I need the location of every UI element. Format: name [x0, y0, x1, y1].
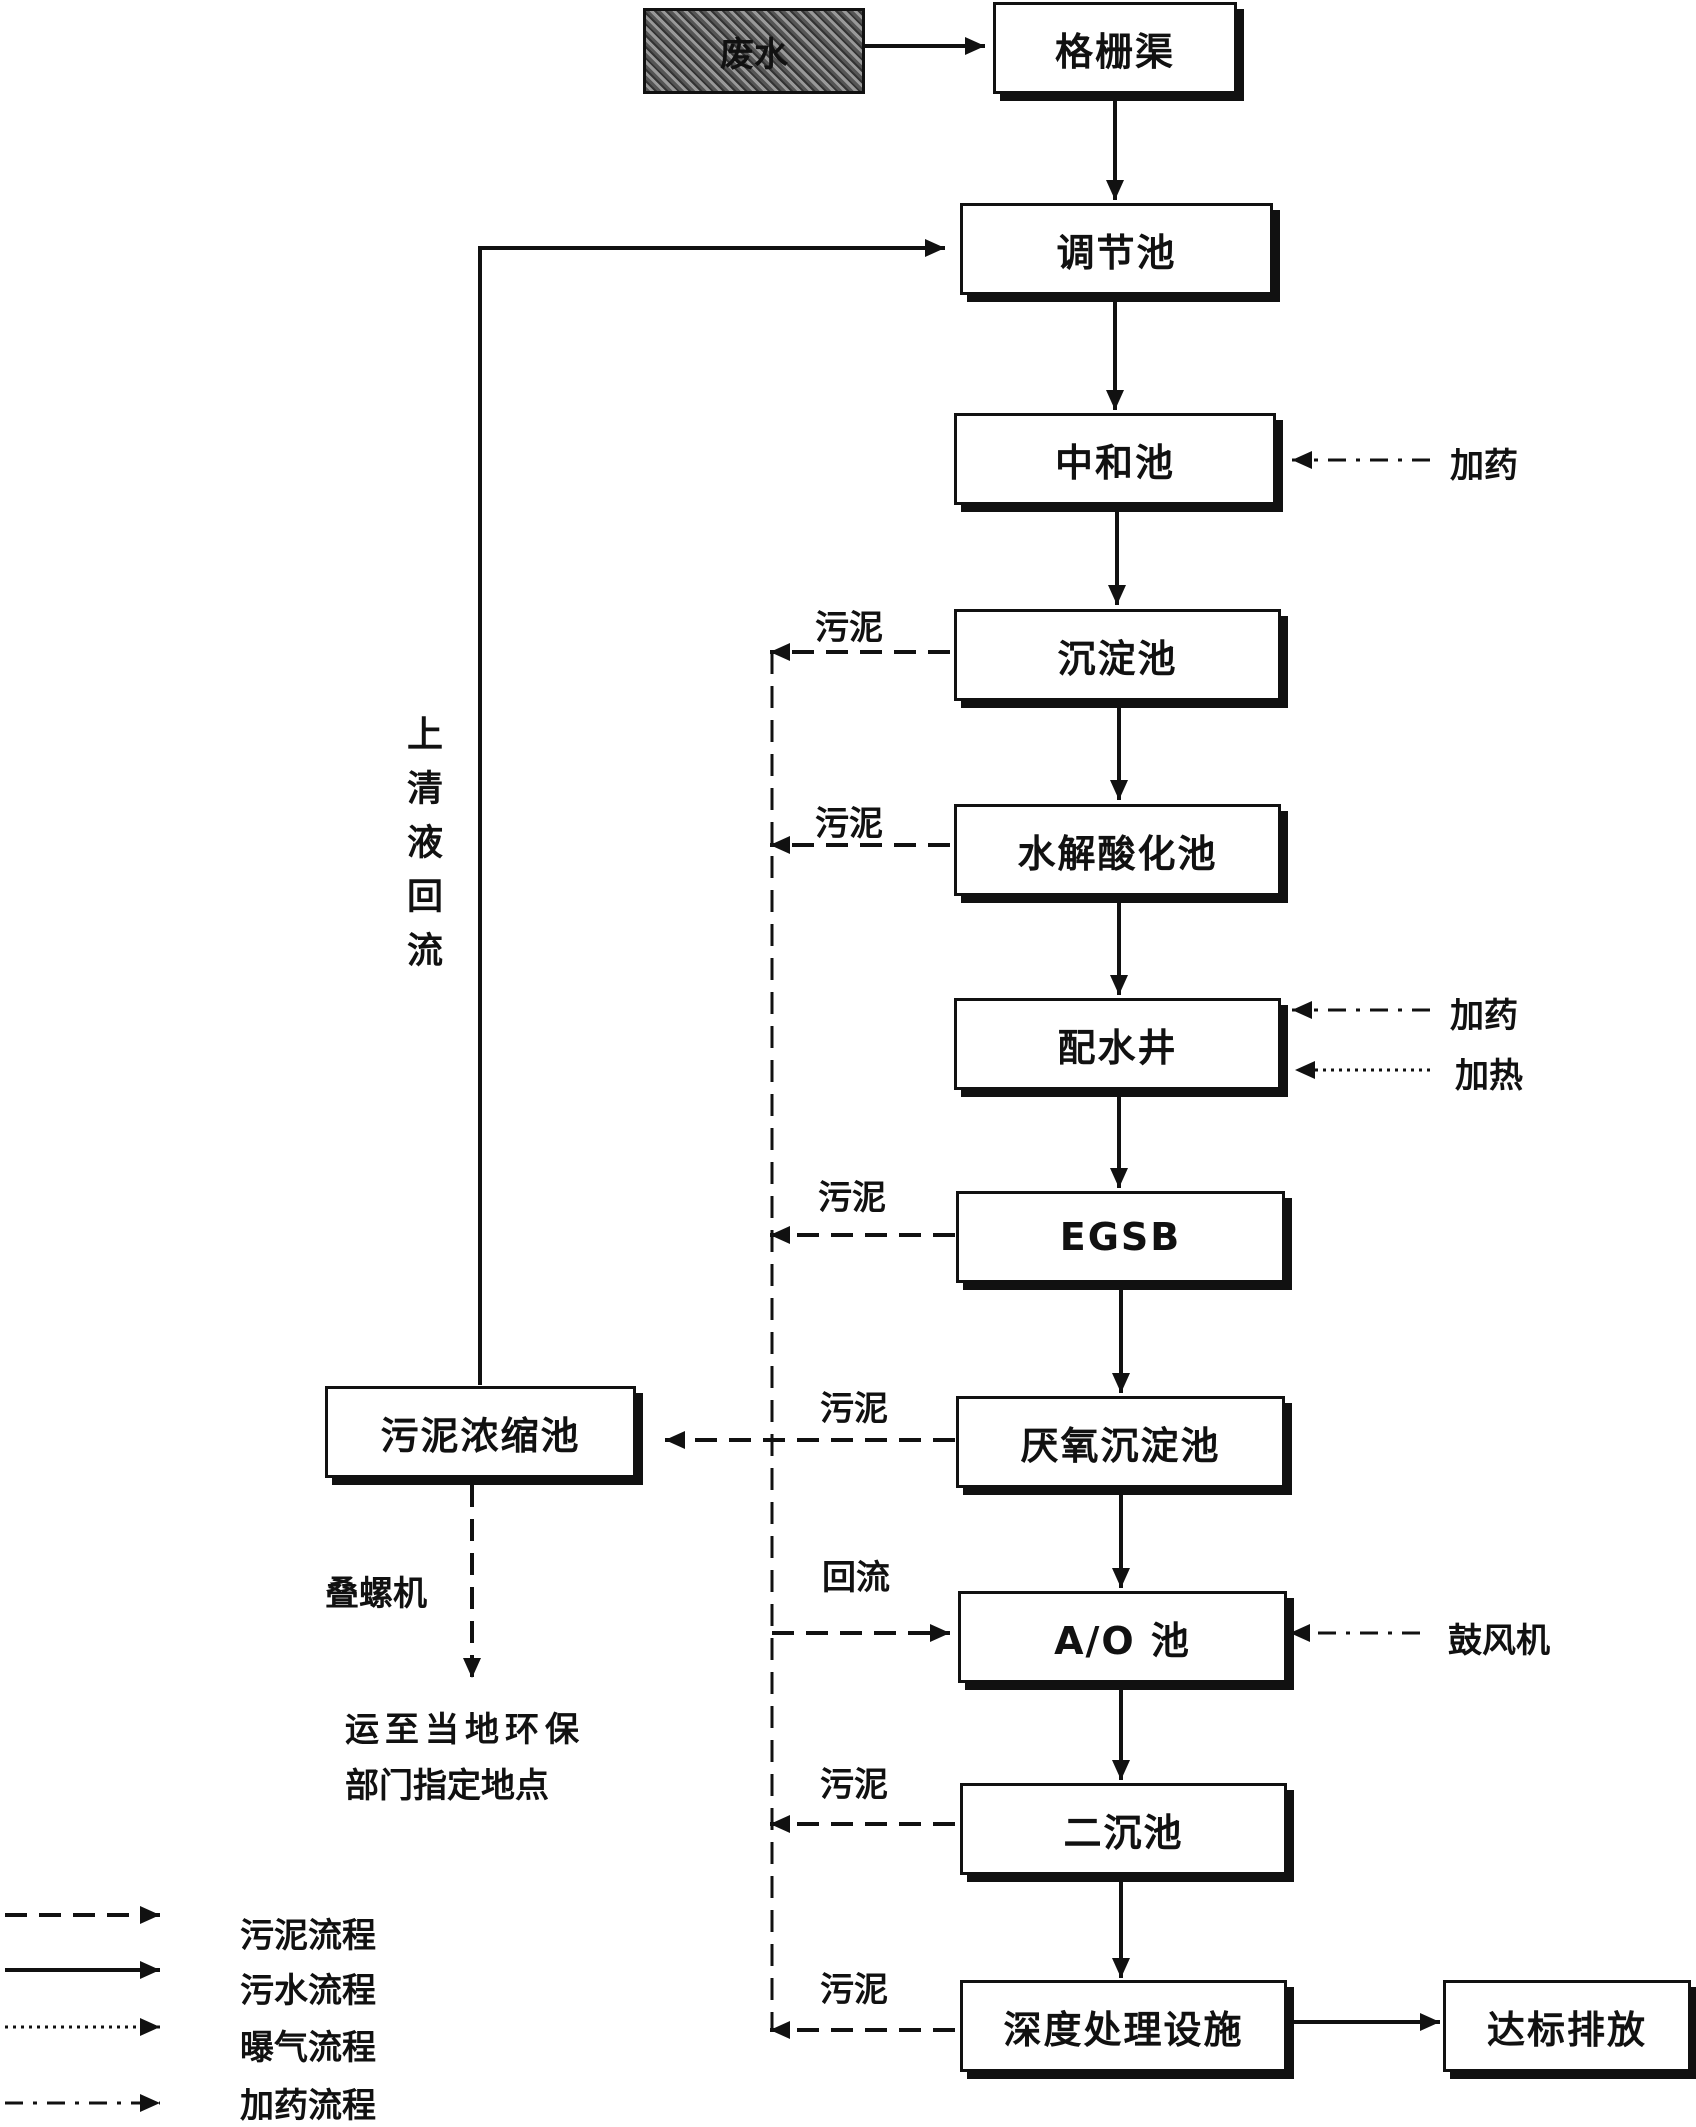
- box-label: A/O 池: [1054, 1618, 1191, 1663]
- label-sludge-b7: 污泥: [818, 1178, 886, 1218]
- label-dosing-2: 加药: [1450, 996, 1518, 1036]
- wastewater-source: 废水: [643, 8, 865, 94]
- label-return-b9: 回流: [822, 1558, 890, 1598]
- box-label: 达标排放: [1486, 2007, 1647, 2052]
- box-label: 污泥浓缩池: [380, 1413, 581, 1458]
- box-label: 水解酸化池: [1017, 831, 1218, 876]
- legend-dosing: 加药流程: [240, 2086, 376, 2126]
- wastewater-source-label: 废水: [720, 34, 788, 75]
- label-supernatant-return: 上清液回流: [401, 715, 442, 985]
- box-screen-channel: 格栅渠: [993, 2, 1237, 94]
- box-anaerobic-settling-tank: 厌氧沉淀池: [956, 1396, 1285, 1488]
- label-disposal-line2: 部门指定地点: [345, 1766, 549, 1806]
- label-screw-press: 叠螺机: [325, 1574, 427, 1614]
- label-sludge-b11: 污泥: [820, 1970, 888, 2010]
- legend-sludge: 污泥流程: [240, 1916, 376, 1956]
- box-label: 二沉池: [1063, 1810, 1184, 1855]
- box-label: 深度处理设施: [1003, 2007, 1244, 2052]
- box-equalization-tank: 调节池: [960, 203, 1273, 295]
- box-ao-tank: A/O 池: [958, 1591, 1287, 1683]
- label-dosing-1: 加药: [1450, 446, 1518, 486]
- box-advanced-treatment: 深度处理设施: [960, 1980, 1287, 2072]
- box-hydrolysis-tank: 水解酸化池: [954, 804, 1281, 896]
- box-label: 调节池: [1056, 230, 1177, 275]
- flow-supernatant-return: [478, 239, 945, 1385]
- box-label: EGSB: [1059, 1215, 1182, 1259]
- label-sludge-b10: 污泥: [820, 1765, 888, 1805]
- box-sludge-thickener: 污泥浓缩池: [325, 1386, 636, 1478]
- box-sedimentation-tank: 沉淀池: [954, 609, 1281, 701]
- label-blower: 鼓风机: [1448, 1621, 1550, 1661]
- legend-aeration: 曝气流程: [240, 2028, 376, 2068]
- box-label: 格栅渠: [1054, 29, 1175, 74]
- box-label: 配水井: [1057, 1025, 1178, 1070]
- box-label: 中和池: [1054, 440, 1175, 485]
- label-sludge-b5: 污泥: [815, 804, 883, 844]
- label-sludge-b4: 污泥: [815, 608, 883, 648]
- box-label: 厌氧沉淀池: [1020, 1423, 1221, 1468]
- box-egsb: EGSB: [956, 1191, 1285, 1283]
- box-secondary-clarifier: 二沉池: [960, 1783, 1287, 1875]
- label-heating: 加热: [1455, 1056, 1523, 1096]
- legend-sewage: 污水流程: [240, 1971, 376, 2011]
- box-neutralization-tank: 中和池: [954, 413, 1276, 505]
- label-sludge-b8: 污泥: [820, 1389, 888, 1429]
- box-distribution-well: 配水井: [954, 998, 1281, 1090]
- box-compliant-discharge: 达标排放: [1443, 1980, 1691, 2072]
- box-label: 沉淀池: [1057, 636, 1178, 681]
- label-disposal-line1: 运至当地环保: [345, 1710, 585, 1750]
